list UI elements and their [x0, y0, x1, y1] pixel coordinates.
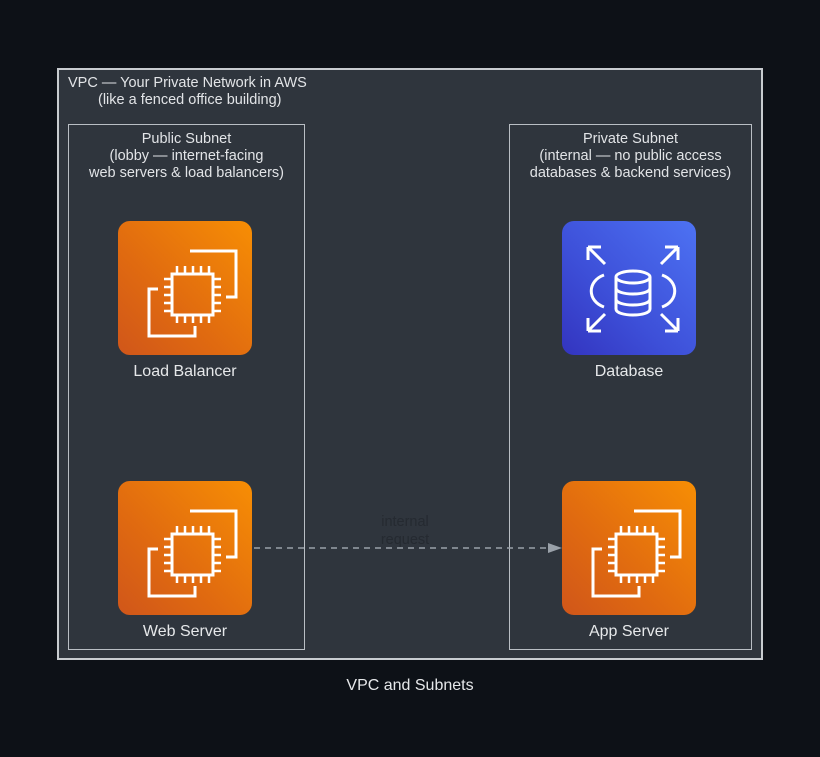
load-balancer-node[interactable] [118, 221, 252, 355]
public-subnet-title: Public Subnet [141, 131, 232, 147]
load-balancer-label: Load Balancer [133, 363, 237, 380]
app-server-node[interactable] [562, 481, 696, 615]
private-subnet [509, 124, 752, 650]
web-server-label: Web Server [142, 623, 228, 640]
private-subnet-desc-2: databases & backend services) [529, 165, 732, 181]
public-subnet-desc-1: (lobby — internet-facing [109, 148, 264, 164]
database-node[interactable] [562, 221, 696, 355]
database-label: Database [594, 363, 664, 380]
vpc-title: VPC — Your Private Network in AWS [68, 75, 307, 91]
private-subnet-desc-1: (internal — no public access [539, 148, 722, 164]
ec2-instance-icon [562, 481, 696, 615]
private-subnet-title: Private Subnet [582, 131, 679, 147]
ec2-instance-icon [118, 481, 252, 615]
diagram-title: VPC and Subnets [346, 677, 474, 694]
vpc-subtitle: (like a fenced office building) [98, 92, 282, 108]
public-subnet-desc-2: web servers & load balancers) [88, 165, 285, 181]
public-subnet [68, 124, 305, 650]
rds-database-icon [562, 221, 696, 355]
arrowhead-icon [548, 543, 562, 553]
app-server-label: App Server [588, 623, 670, 640]
edge-label-2: request [380, 532, 430, 548]
web-server-node[interactable] [118, 481, 252, 615]
edge-label-1: internal [381, 514, 429, 530]
ec2-instance-icon [118, 221, 252, 355]
